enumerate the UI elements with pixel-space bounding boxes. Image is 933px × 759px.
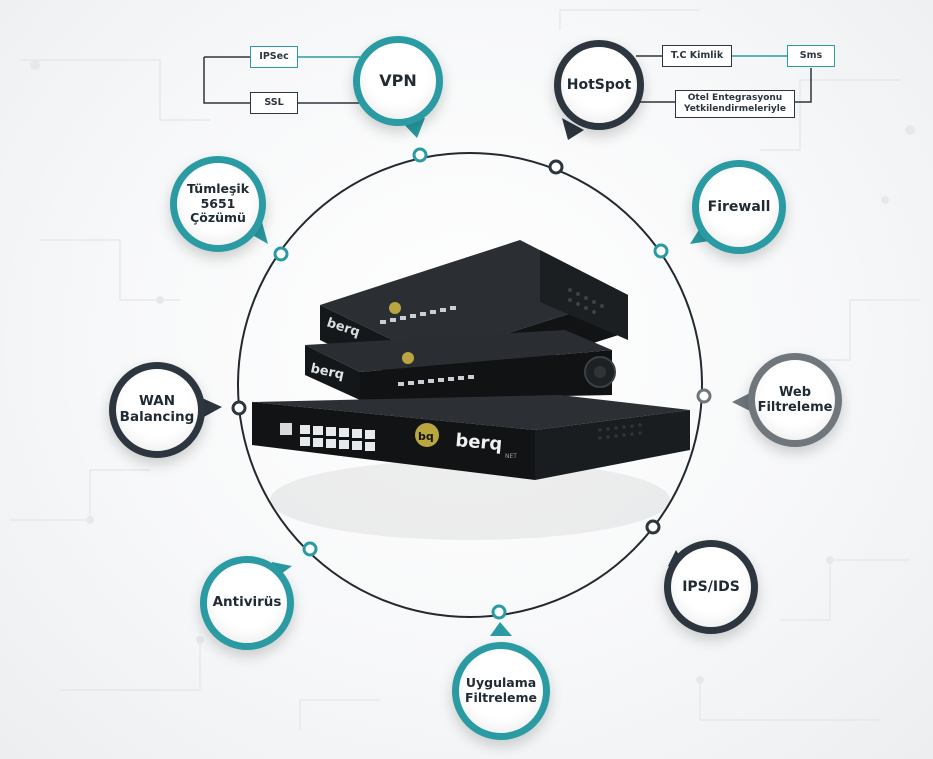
vpn-option-ipsec: IPSec [250,46,298,68]
feature-bubble-antivirus: Antivirüs [200,556,294,650]
ring-node-hotspot [548,159,564,175]
feature-label-web: Web Filtreleme [757,384,833,415]
feature-bubble-hotspot: HotSpot [554,40,644,130]
vpn-option-ssl: SSL [250,92,298,114]
feature-bubble-vpn: VPN [353,36,443,126]
feature-bubble-firewall: Firewall [692,160,786,254]
device-bottom-unit: bq berq NET [252,395,690,480]
ring-node-tumlesik [273,246,289,262]
ring-node-antivirus [302,541,318,557]
vpn-connector-lines [203,56,360,104]
feature-bubble-ips: IPS/IDS [664,540,758,634]
hotspot-connector-lines [636,55,812,103]
hotspot-option-otel-label: Otel Entegrasyonu Yetkilendirmeleriyle [684,92,786,114]
ring-node-vpn [412,147,428,163]
feature-ring [237,152,703,618]
hotspot-option-otel: Otel Entegrasyonu Yetkilendirmeleriyle [675,90,795,118]
feature-label-hotspot: HotSpot [566,76,632,93]
ring-node-uygulama [491,604,507,620]
device-middle-brand: berq [309,361,345,383]
vpn-option-ssl-label: SSL [264,97,284,109]
hotspot-option-sms: Sms [787,45,835,67]
feature-label-uygulama: Uygulama Filtreleme [465,675,537,705]
hotspot-option-sms-label: Sms [799,50,823,62]
hotspot-option-tc-kimlik: T.C Kimlik [662,45,732,67]
feature-label-firewall: Firewall [707,198,771,215]
ring-nodes [231,147,712,620]
device-shadow [270,460,670,540]
vpn-option-ipsec-label: IPSec [259,51,289,63]
feature-label-tumlesik: Tümleşik 5651 Çözümü [186,180,250,226]
feature-bubble-tumlesik: Tümleşik 5651 Çözümü [170,156,266,252]
ring-node-ips [645,519,661,535]
device-logo-badge [415,423,439,447]
ring-node-firewall [653,243,669,259]
ring-node-web [696,388,712,404]
background-circuit-lines [10,9,920,730]
ring-node-wan [231,400,247,416]
hotspot-option-tc-kimlik-label: T.C Kimlik [670,50,724,62]
feature-bubble-web: Web Filtreleme [748,353,842,447]
device-logo-badge-text: bq [418,430,434,443]
device-middle-unit: berq [305,330,616,400]
ethernet-ports [300,425,375,451]
background-circuit-nodes [30,60,915,684]
device-front-brand-suffix: NET [505,453,517,460]
feature-label-wan: WAN Balancing [119,393,195,425]
feature-label-antivirus: Antivirüs [212,594,282,611]
feature-label-vpn: VPN [379,70,417,90]
feature-label-ips: IPS/IDS [682,578,740,595]
device-front-brand: berq [455,430,504,455]
feature-bubble-wan: WAN Balancing [109,362,205,458]
feature-bubble-uygulama: Uygulama Filtreleme [452,642,550,740]
